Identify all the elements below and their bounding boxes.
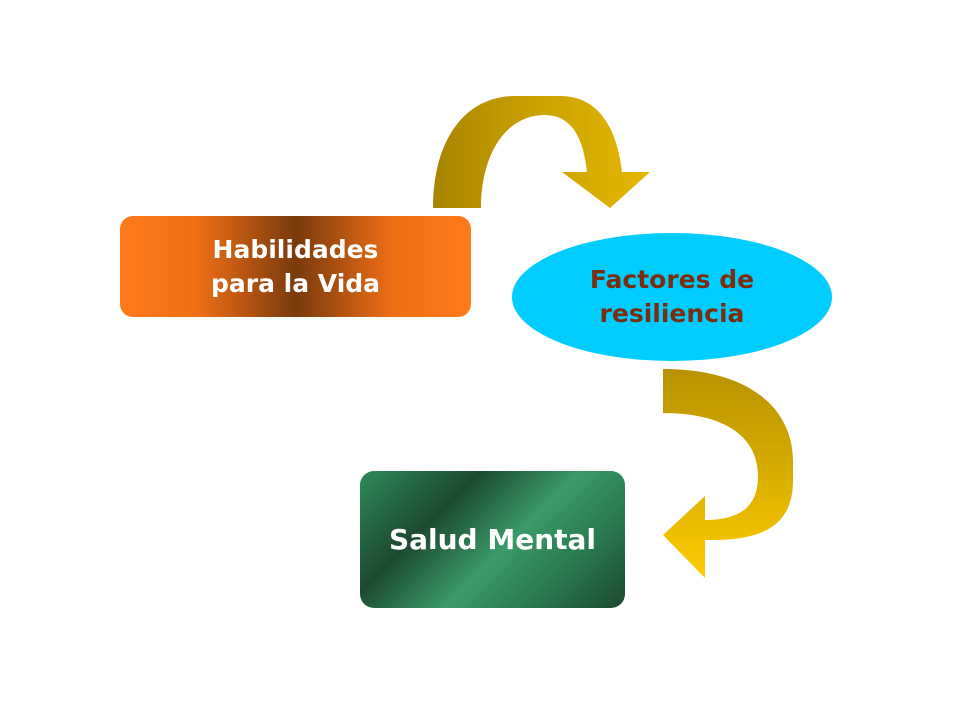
node-label-line-1: Habilidades	[212, 234, 379, 264]
node-habilidades-para-la-vida: Habilidades para la Vida	[120, 216, 471, 317]
node-salud-mental: Salud Mental	[360, 471, 625, 608]
node-factores-de-resiliencia: Factores de resiliencia	[512, 233, 832, 361]
node-label: Salud Mental	[388, 522, 597, 556]
node-label-line-1: Factores de	[589, 265, 755, 294]
node-label-line-2: resiliencia	[599, 299, 745, 328]
node-label-line-2: para la Vida	[210, 268, 381, 298]
arrow-habilidades-to-factores	[433, 96, 650, 208]
arrow-factores-to-salud	[663, 369, 793, 578]
